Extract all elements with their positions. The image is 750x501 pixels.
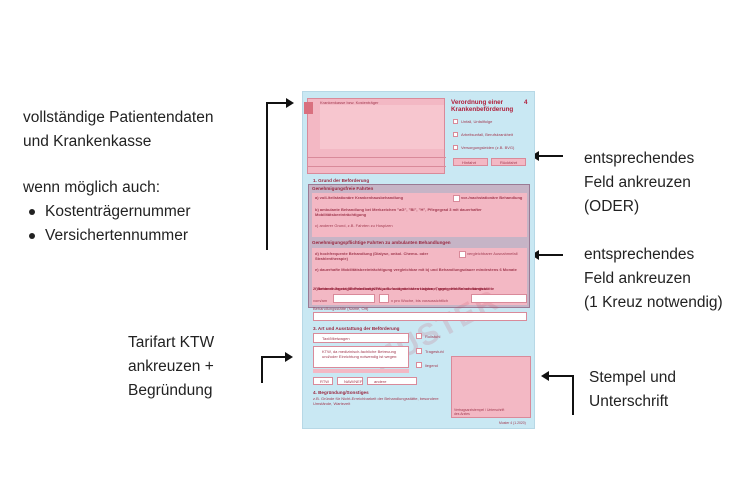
transport-taxi-field[interactable]: Taxi/Mietwagen <box>313 333 409 343</box>
reason-extra-checkbox[interactable] <box>453 195 460 202</box>
right-note-1-line2: Feld ankreuzen <box>584 174 691 191</box>
form-title-line1: Verordnung einer <box>451 99 504 106</box>
right-note-2: entsprechendes Feld ankreuzen (1 Kreuz n… <box>584 243 723 315</box>
stamp-footer-label: Vertragsarztstempel / Unterschrift des A… <box>454 408 505 416</box>
freq-date-to-field[interactable] <box>471 294 527 303</box>
tarif-note: Tarifart KTW ankreuzen + Begründung <box>128 331 214 403</box>
patient-note-line2: und Krankenkasse <box>23 133 152 150</box>
right-note-2-line1: entsprechendes <box>584 246 695 263</box>
treatment-place-field[interactable] <box>313 312 527 321</box>
reason-row: c) anderer Grund, z.B. Fahrten zu Hospiz… <box>315 223 393 228</box>
transport-option-label: Taxi/Mietwagen <box>322 336 350 341</box>
side-checkbox[interactable] <box>416 333 422 339</box>
side-label: liegend <box>425 363 438 368</box>
patient-note-line1: vollständige Patientendaten <box>23 109 214 126</box>
side-checkbox[interactable] <box>416 348 422 354</box>
reason-row: d) hochfrequente Behandlung (Dialyse, on… <box>315 251 429 261</box>
transport-option-label: KTW, da medizinisch-fachliche Betreuung … <box>322 349 398 359</box>
transport-ktw-field[interactable]: KTW, da medizinisch-fachliche Betreuung … <box>313 346 409 368</box>
rueckfahrt-label: Rückfahrt <box>500 160 518 165</box>
right-note-1-line3: (ODER) <box>584 198 640 215</box>
option-label: Versorgungsleiden (z.B. BVG) <box>461 145 515 150</box>
right-note-1: entsprechendes Feld ankreuzen (ODER) <box>584 147 694 219</box>
stamp-note-line2: Unterschrift <box>589 393 669 410</box>
section4-header: 4. Begründung/Sonstiges <box>313 390 369 395</box>
section1-header: 1. Grund der Beförderung <box>313 178 370 183</box>
option-label: Unfall, Unfallfolge <box>461 119 493 124</box>
hinfahrt-label: Hinfahrt <box>462 160 477 165</box>
reason-block: Genehmigungsfreie Fahrten a) voll-/teils… <box>308 184 530 308</box>
stamp-signature-field[interactable]: Vertragsarztstempel / Unterschrift des A… <box>451 356 531 418</box>
freq-place-label: Behandlungsstätte (Name, Ort) <box>313 306 369 311</box>
freq-count-field[interactable] <box>379 294 389 303</box>
section1-sub: Genehmigungsfreie Fahrten <box>312 186 374 191</box>
freq-label: vom/am <box>313 298 328 303</box>
arrow-stamp <box>547 375 574 415</box>
patient-note-bullet: Kostenträgernummer <box>28 200 213 224</box>
patient-note-list: Kostenträgernummer Versichertennummer <box>23 200 213 248</box>
tarif-note-line1: Tarifart KTW <box>128 334 215 351</box>
patient-note-bullet: Versichertennummer <box>28 224 213 248</box>
side-checkbox[interactable] <box>416 362 422 368</box>
form-number: 4 <box>524 99 528 106</box>
right-note-2-line3: (1 Kreuz notwendig) <box>584 294 723 311</box>
reason-row: e) dauerhafte Mobilitätsbeeinträchtigung… <box>315 267 517 272</box>
side-label: Rollstuhl <box>425 334 441 339</box>
section3-header: 3. Art und Ausstattung der Beförderung <box>313 326 400 331</box>
right-note-2-line2: Feld ankreuzen <box>584 270 691 287</box>
form-title-line2: Krankenbeförderung <box>451 106 514 113</box>
arrow-patient <box>266 102 288 250</box>
transport-naw-field[interactable]: NAW/NEF <box>337 377 363 385</box>
reason-row: f) anderer Grund für Fahrt mit KTW, z.B.… <box>315 286 487 291</box>
stamp-note: Stempel und Unterschrift <box>589 366 676 414</box>
freq-label-2: x pro Woche, bis voraussichtlich <box>391 298 449 303</box>
transport-option-label: NAW/NEF <box>344 379 363 384</box>
stamp-note-line1: Stempel und <box>589 369 677 386</box>
hinfahrt-field[interactable]: Hinfahrt <box>453 158 488 166</box>
transport-option-label: RTW <box>320 379 330 384</box>
reason-row: a) voll-/teilstationäre Krankenhausbehan… <box>315 195 404 200</box>
rueckfahrt-field[interactable]: Rückfahrt <box>491 158 526 166</box>
right-note-1-line1: entsprechendes <box>584 150 695 167</box>
section4-text: z.B. Gründe für Nicht-Erreichbarkeit der… <box>313 396 439 406</box>
patient-header: Krankenkasse bzw. Kostenträger <box>320 100 379 105</box>
option-checkbox[interactable] <box>453 132 458 137</box>
patient-data-field[interactable]: Krankenkasse bzw. Kostenträger <box>307 98 446 174</box>
reason-row: b) ambulante Behandlung bei Merkzeichen … <box>315 207 482 217</box>
option-checkbox[interactable] <box>453 145 458 150</box>
arrow-tarif <box>261 356 287 383</box>
tarif-note-line3: Begründung <box>128 382 213 399</box>
option-checkbox[interactable] <box>453 119 458 124</box>
reason-extra-label: vergleichbarer Ausnahmefall <box>467 251 518 256</box>
patient-note-also: wenn möglich auch: <box>23 179 160 196</box>
patient-note: vollständige Patientendaten und Krankenk… <box>23 106 213 248</box>
reason-extra-label: vor-/nachstationäre Behandlung <box>461 195 523 200</box>
transport-rtw-field[interactable]: RTW <box>313 377 333 385</box>
section-frequency-header: 2. Behandlungstag/Behandlungsfrequenz un… <box>313 286 495 291</box>
section2-sub: Genehmigungspflichtige Fahrten zu ambula… <box>312 240 451 245</box>
transport-other-field[interactable]: andere <box>367 377 417 385</box>
transport-option-label: andere <box>374 379 387 384</box>
form-title: Verordnung einer Krankenbeförderung <box>451 99 521 113</box>
option-label: Arbeitsunfall, Berufskrankheit <box>461 132 514 137</box>
side-label: Tragestuhl <box>425 349 444 354</box>
reason-extra-checkbox[interactable] <box>459 251 466 258</box>
transport-form: Krankenkasse bzw. Kostenträger Verordnun… <box>302 91 535 429</box>
freq-date-from-field[interactable] <box>333 294 375 303</box>
muster-code: Muster 4 (1.2020) <box>499 421 526 425</box>
tarif-note-line2: ankreuzen + <box>128 358 214 375</box>
